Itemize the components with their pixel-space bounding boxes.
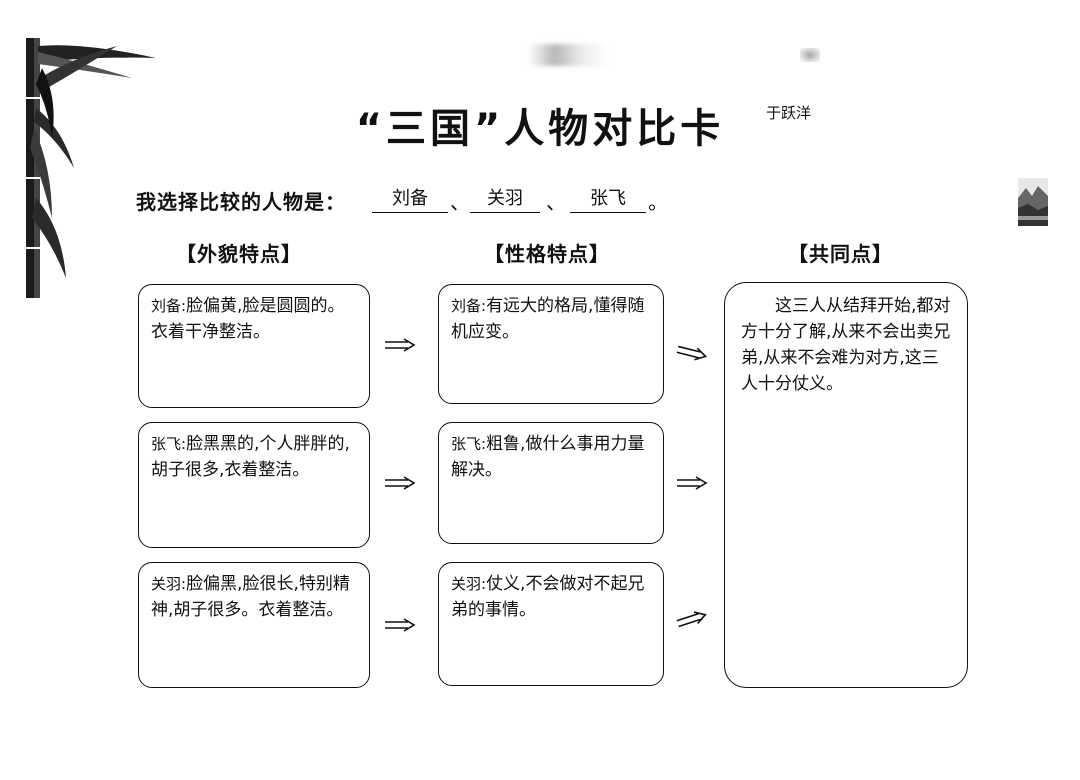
personality-card-2: 张飞:粗鲁,做什么事用力量解决。 <box>438 422 664 544</box>
prompt-end: 。 <box>648 186 668 215</box>
column-head-common: 【共同点】 <box>788 238 893 267</box>
double-arrow-right-icon <box>384 618 416 632</box>
author-signature: 于跃洋 <box>766 102 811 123</box>
page-title: “三国”人物对比卡 <box>0 96 1080 154</box>
character-name: 张飞: <box>151 435 186 453</box>
choice-2: 关羽 <box>470 186 540 213</box>
choice-separator-2: 、 <box>546 186 566 215</box>
landscape-icon <box>1018 178 1048 226</box>
print-smudge-dot <box>800 48 820 62</box>
print-smudge <box>528 44 608 66</box>
choice-1: 刘备 <box>372 186 448 213</box>
bamboo-icon <box>22 38 162 308</box>
prompt-label: 我选择比较的人物是： <box>136 186 346 215</box>
personality-card-1: 刘备:有远大的格局,懂得随机应变。 <box>438 284 664 404</box>
character-name: 张飞: <box>451 435 486 453</box>
character-name: 刘备: <box>451 297 486 315</box>
column-head-appearance: 【外貌特点】 <box>176 238 302 267</box>
choice-3: 张飞 <box>570 186 646 213</box>
common-points-text: 这三人从结拜开始,都对方十分了解,从来不会出卖兄弟,从来不会难为对方,这三人十分… <box>741 296 950 394</box>
double-arrow-right-icon <box>675 342 709 363</box>
common-points-card: 这三人从结拜开始,都对方十分了解,从来不会出卖兄弟,从来不会难为对方,这三人十分… <box>724 282 968 688</box>
appearance-card-1: 刘备:脸偏黄,脸是圆圆的。衣着干净整洁。 <box>138 284 370 408</box>
character-name: 关羽: <box>151 575 186 593</box>
double-arrow-right-icon <box>675 607 710 630</box>
character-name: 关羽: <box>451 575 486 593</box>
character-name: 刘备: <box>151 297 186 315</box>
column-head-personality: 【性格特点】 <box>484 238 610 267</box>
double-arrow-right-icon <box>384 476 416 490</box>
personality-card-3: 关羽:仗义,不会做对不起兄弟的事情。 <box>438 562 664 686</box>
double-arrow-right-icon <box>384 338 416 352</box>
appearance-card-2: 张飞:脸黑黑的,个人胖胖的,胡子很多,衣着整洁。 <box>138 422 370 548</box>
double-arrow-right-icon <box>676 476 708 490</box>
appearance-card-3: 关羽:脸偏黑,脸很长,特别精神,胡子很多。衣着整洁。 <box>138 562 370 688</box>
choice-separator-1: 、 <box>450 186 470 215</box>
